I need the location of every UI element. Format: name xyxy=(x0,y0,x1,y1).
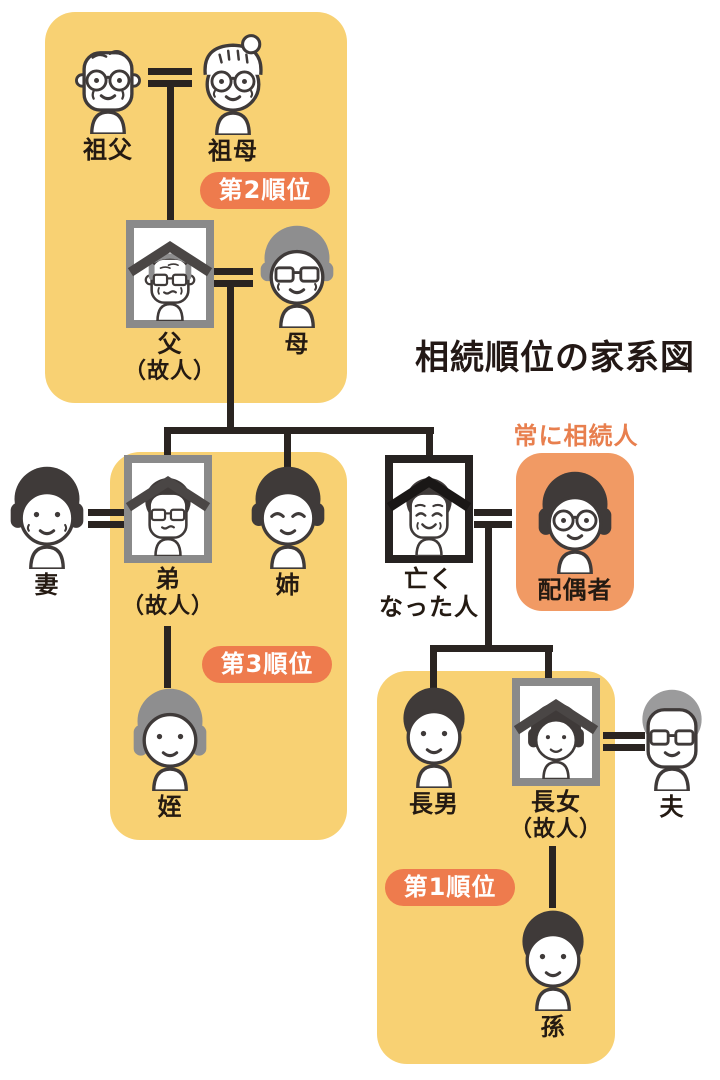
eldest-son-icon xyxy=(386,680,482,788)
person-label: 母 xyxy=(284,330,310,358)
person-label: 姉 xyxy=(275,571,301,599)
person-label: 夫 xyxy=(659,793,685,821)
marriage-line xyxy=(213,268,253,275)
person-grandchild: 孫 xyxy=(493,903,613,1041)
descent-line xyxy=(167,85,174,220)
descent-line xyxy=(227,285,234,432)
descent-line xyxy=(549,846,556,908)
elder-sister-icon xyxy=(240,461,336,569)
marriage-line xyxy=(88,521,126,528)
wife-icon xyxy=(0,461,95,569)
grandfather-icon xyxy=(60,26,156,134)
person-label: 孫 xyxy=(540,1013,566,1041)
person-deceased: 亡く なった人 xyxy=(369,455,489,621)
person-wife: 妻 xyxy=(0,461,107,599)
marriage-line xyxy=(148,80,192,87)
person-younger-brother-deceased: 弟（故人） xyxy=(108,455,228,621)
sibling-line xyxy=(430,645,553,652)
sibling-line xyxy=(164,427,434,434)
marriage-line xyxy=(474,521,512,528)
person-grandmother: 祖母 xyxy=(173,27,293,165)
marriage-line xyxy=(213,280,253,287)
page-title: 相続順位の家系図 xyxy=(415,338,695,378)
mother-icon xyxy=(249,220,345,328)
person-label: 姪 xyxy=(157,793,183,821)
descent-line xyxy=(284,432,291,478)
marriage-line xyxy=(603,732,645,739)
descent-line xyxy=(485,526,492,649)
father-icon xyxy=(126,220,214,328)
person-label: 長女（故人） xyxy=(509,788,602,842)
descent-line xyxy=(426,432,433,457)
person-label: 亡く なった人 xyxy=(379,565,479,621)
person-grandfather: 祖父 xyxy=(48,26,168,164)
person-elder-sister: 姉 xyxy=(228,461,348,599)
eldest-daughter-icon xyxy=(512,678,600,786)
marriage-line xyxy=(474,509,512,516)
descent-line xyxy=(545,650,552,679)
niece-icon xyxy=(122,683,218,791)
marriage-line xyxy=(88,509,126,516)
person-label: 長男 xyxy=(409,790,459,818)
person-label: 弟（故人） xyxy=(121,565,214,619)
always-heir-label: 常に相続人 xyxy=(513,422,639,450)
person-label: 祖母 xyxy=(208,137,258,165)
younger-brother-icon xyxy=(124,455,212,563)
person-father-deceased: 父（故人） xyxy=(110,220,230,386)
person-niece: 姪 xyxy=(110,683,230,821)
rank2-badge: 第2順位 xyxy=(200,172,330,209)
person-label: 父（故人） xyxy=(123,330,216,384)
marriage-line xyxy=(603,744,645,751)
descent-line xyxy=(164,432,171,457)
descent-line xyxy=(164,626,171,688)
person-eldest-son: 長男 xyxy=(374,680,494,818)
deceased-person-icon xyxy=(385,455,473,563)
grandchild-icon xyxy=(505,903,601,1011)
person-husband: 夫 xyxy=(612,683,720,821)
person-label: 妻 xyxy=(34,571,60,599)
rank3-badge: 第3順位 xyxy=(202,646,332,683)
husband-icon xyxy=(624,683,720,791)
person-label: 祖父 xyxy=(83,136,133,164)
marriage-line xyxy=(148,68,192,75)
person-label: 配偶者 xyxy=(537,576,613,604)
descent-line xyxy=(430,650,437,692)
grandmother-icon xyxy=(185,27,281,135)
rank1-badge: 第1順位 xyxy=(385,869,515,906)
person-eldest-daughter-deceased: 長女（故人） xyxy=(496,678,616,844)
person-mother: 母 xyxy=(237,220,357,358)
spouse-icon xyxy=(527,466,623,574)
person-spouse: 配偶者 xyxy=(515,466,635,604)
